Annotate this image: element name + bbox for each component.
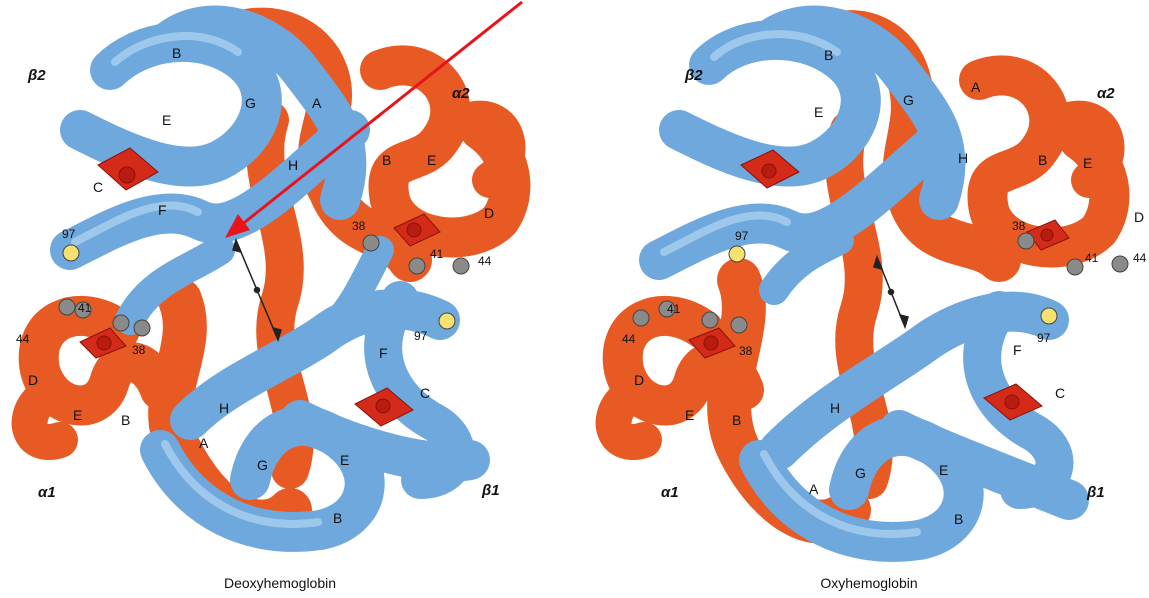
helix-F-beta1: F [379, 345, 388, 361]
helix-D-alpha1: D [28, 372, 38, 388]
residue-label-41-alpha1: 41 [78, 301, 92, 315]
residue-label-38-alpha1: 38 [132, 343, 146, 357]
helix-H-beta2: H [958, 150, 968, 166]
helix-B-alpha1: B [121, 412, 130, 428]
helix-G-beta2: G [903, 92, 914, 108]
residue-97-beta1 [439, 313, 455, 329]
residue-label-38-alpha2: 38 [1012, 219, 1026, 233]
helix-E-beta2: E [162, 112, 171, 128]
helix-E-alpha2: E [427, 152, 436, 168]
residue-label-38-alpha1: 38 [739, 344, 753, 358]
label-alpha2: α2 [1097, 85, 1115, 102]
helix-A-beta2: A [971, 79, 981, 95]
caption-oxyhemoglobin: Oxyhemoglobin [589, 575, 1149, 591]
residue-label-44-alpha2: 44 [1133, 251, 1147, 265]
helix-C-beta1: C [420, 385, 430, 401]
deoxyhemoglobin-diagram: β2 α2 α1 β1 B G A E H C F B E D D E B H … [0, 0, 560, 598]
label-beta2: β2 [684, 67, 703, 84]
label-beta2: β2 [27, 67, 46, 84]
helix-D-alpha1: D [634, 372, 644, 388]
helix-H-beta2: H [288, 157, 298, 173]
label-alpha1: α1 [661, 484, 679, 501]
residue-label-97-beta1: 97 [1037, 331, 1051, 345]
helix-E-alpha1: E [73, 407, 82, 423]
label-alpha2: α2 [452, 85, 470, 102]
helix-C-beta2: C [93, 179, 103, 195]
oxyhemoglobin-panel: β2 α2 α1 β1 B G A E H B E D D E B H F C … [589, 0, 1149, 598]
residue-label-97-beta1: 97 [414, 329, 428, 343]
residue-label-41-alpha2: 41 [430, 247, 444, 261]
helix-E-beta2: E [814, 104, 823, 120]
label-beta1: β1 [1086, 484, 1105, 501]
label-beta1: β1 [481, 482, 500, 499]
helix-A-beta1: A [199, 435, 209, 451]
helix-B-beta2: B [824, 47, 833, 63]
helix-B-beta2: B [172, 45, 181, 61]
residue-97-beta2 [63, 245, 79, 261]
helix-E-beta1: E [340, 452, 349, 468]
residue-label-44-alpha2: 44 [478, 254, 492, 268]
residue-label-97-beta2: 97 [735, 229, 749, 243]
helix-H-beta1: H [830, 400, 840, 416]
helix-G-beta1: G [257, 457, 268, 473]
helix-C-beta1: C [1055, 385, 1065, 401]
residue-label-41-alpha2: 41 [1085, 251, 1099, 265]
helix-E-beta1: E [939, 462, 948, 478]
residue-label-41-alpha1: 41 [667, 302, 681, 316]
helix-B-beta1: B [333, 510, 342, 526]
residue-label-44-alpha1: 44 [16, 332, 30, 346]
helix-E-alpha2: E [1083, 155, 1092, 171]
helix-A-beta2: A [312, 95, 322, 111]
helix-F-beta1: F [1013, 342, 1022, 358]
helix-B-beta1: B [954, 511, 963, 527]
helix-E-alpha1: E [685, 407, 694, 423]
caption-deoxyhemoglobin: Deoxyhemoglobin [0, 575, 560, 591]
deoxyhemoglobin-panel: β2 α2 α1 β1 B G A E H C F B E D D E B H … [0, 0, 560, 598]
residue-label-38-alpha2: 38 [352, 219, 366, 233]
helix-A-beta1: A [809, 481, 819, 497]
helix-F-beta2: F [158, 202, 167, 218]
helix-D-alpha2: D [1134, 209, 1144, 225]
residue-label-44-alpha1: 44 [622, 332, 636, 346]
helix-B-alpha1: B [732, 412, 741, 428]
helix-D-alpha2: D [484, 205, 494, 221]
residue-label-97-beta2: 97 [62, 227, 76, 241]
helix-H-beta1: H [219, 400, 229, 416]
helix-G-beta2: G [245, 95, 256, 111]
helix-B-alpha2: B [1038, 152, 1047, 168]
label-alpha1: α1 [38, 484, 56, 501]
helix-B-alpha2: B [382, 152, 391, 168]
oxyhemoglobin-diagram: β2 α2 α1 β1 B G A E H B E D D E B H F C … [589, 0, 1149, 598]
helix-G-beta1: G [855, 465, 866, 481]
